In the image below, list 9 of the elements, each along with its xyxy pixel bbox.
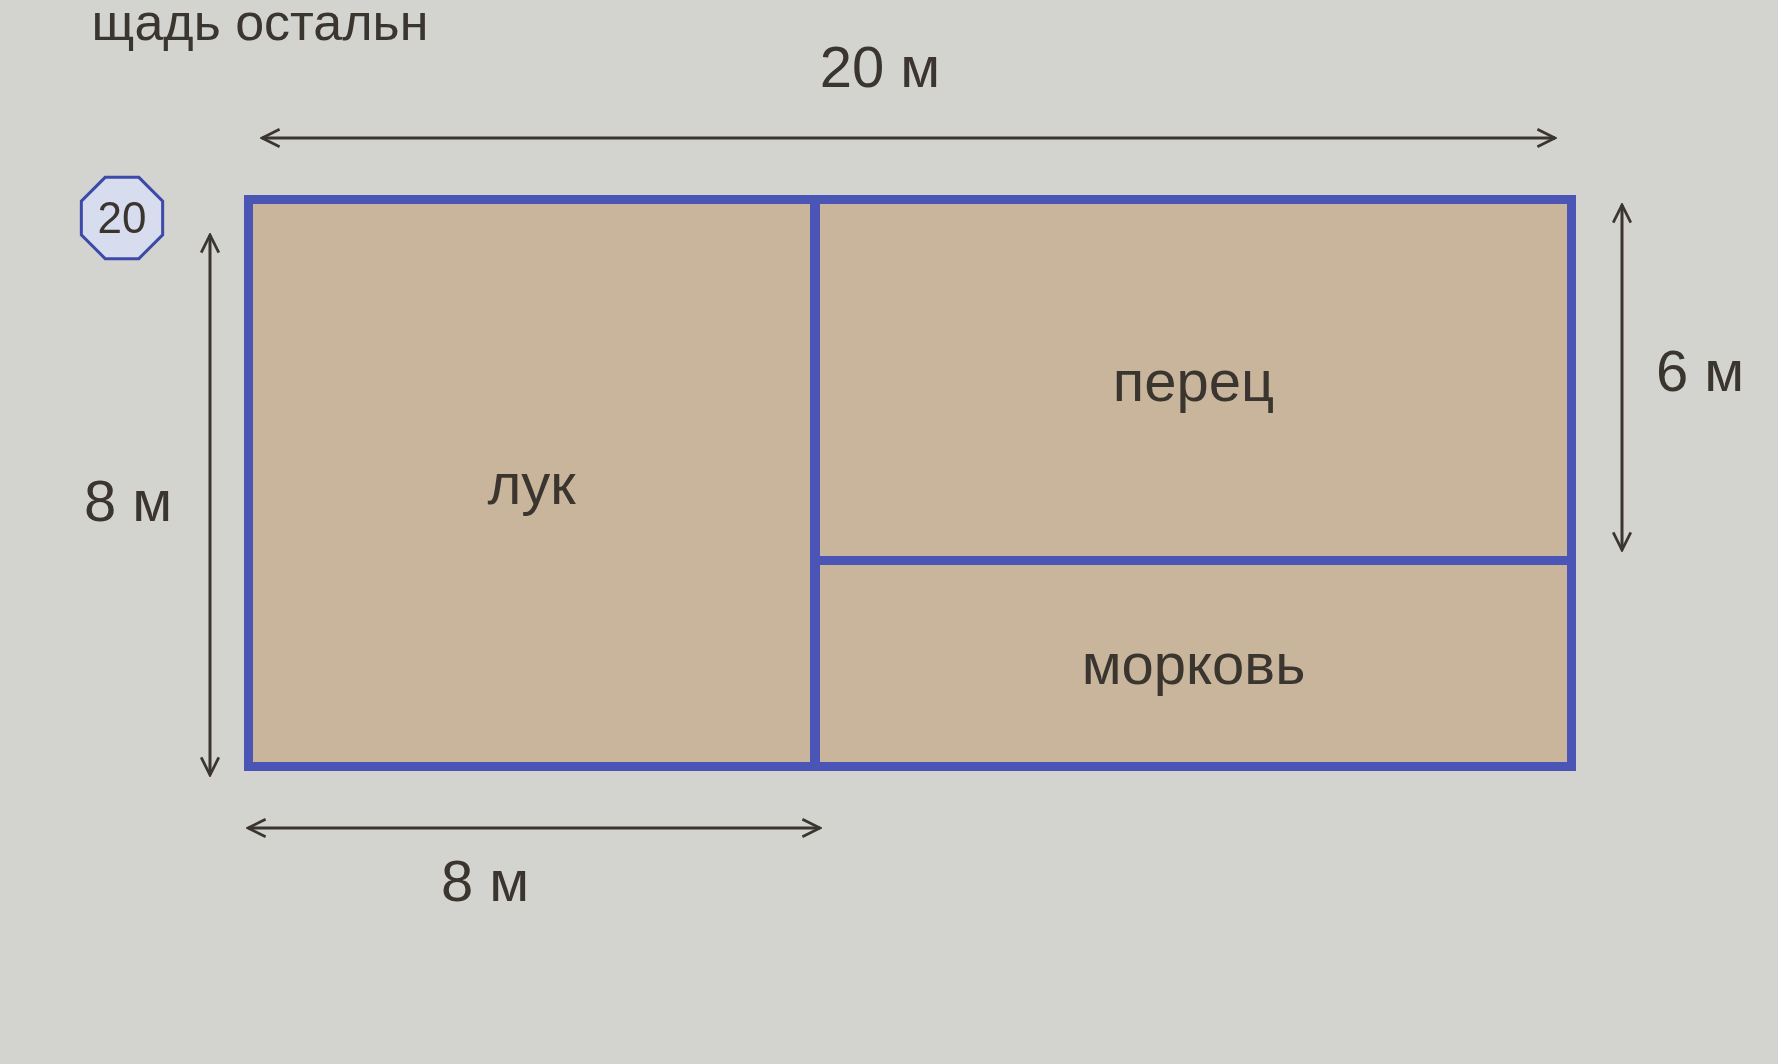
dimension-label: 20 м [819,32,941,100]
dimension-label: 6 м [1655,336,1745,404]
heading-text: щадь остальн [91,0,429,52]
badge-number: 20 [97,193,147,243]
bed-label: лук [487,449,576,517]
bed-label: морковь [1081,630,1306,697]
dimension-label: 8 м [440,846,530,914]
dimension-label: 8 м [83,466,173,534]
bed-label: перец [1112,346,1275,414]
